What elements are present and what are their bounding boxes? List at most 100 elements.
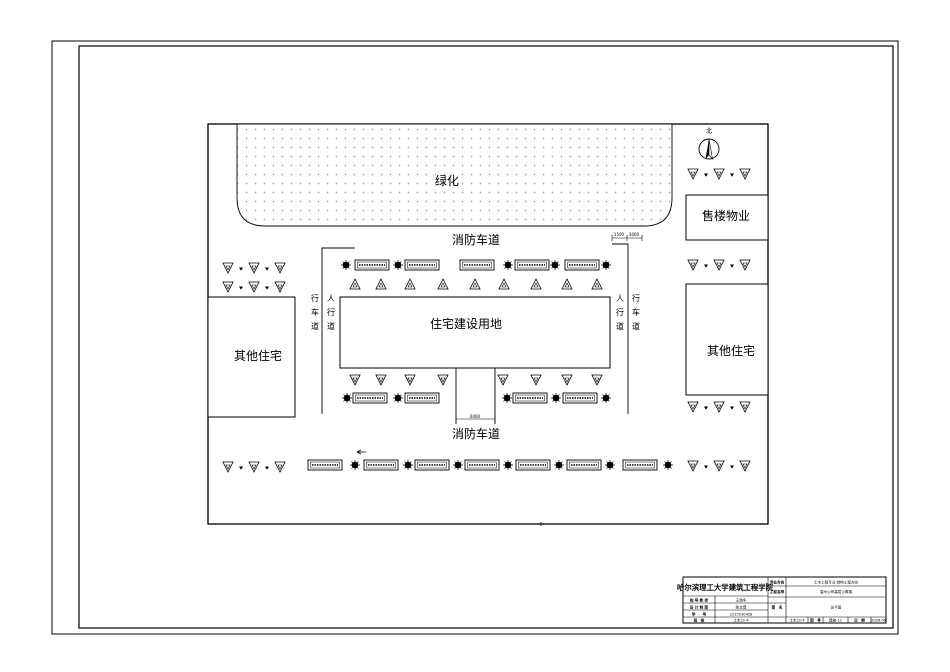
- tree-cluster-left-shrub: [239, 267, 243, 271]
- right-other-housing: [685, 283, 769, 396]
- tree-cluster-right: [687, 259, 699, 271]
- tree-cluster-left: [274, 262, 286, 274]
- pine-tree: [349, 278, 361, 290]
- parking-space: [564, 259, 600, 271]
- parking-space: [459, 259, 495, 271]
- tree: [561, 374, 573, 386]
- sales-office-block: [685, 194, 769, 241]
- sales-office-label: 售楼物业: [702, 208, 750, 223]
- pine-tree: [498, 278, 510, 290]
- tree-cluster-bottom: [687, 460, 699, 472]
- shrub: [600, 259, 612, 271]
- parking-space: [363, 459, 399, 471]
- pine-tree: [591, 278, 603, 290]
- direction-arrow: [356, 449, 366, 455]
- shrub: [392, 392, 404, 404]
- pine-tree: [469, 278, 481, 290]
- tb-date-label: 日 期: [854, 618, 865, 623]
- shrub: [349, 459, 361, 471]
- shrub: [662, 459, 674, 471]
- tree: [404, 374, 416, 386]
- tb-sheet-label: 图 号: [810, 618, 821, 623]
- tb-major-value: 土木工程专业 结构工程方向: [814, 580, 859, 585]
- tb-student-id-label: 学 号: [692, 612, 707, 617]
- parking-space: [512, 392, 548, 404]
- left-road-edge: [321, 247, 355, 414]
- tree-cluster-bottom-shrub: [730, 465, 734, 469]
- shrub: [553, 459, 565, 471]
- parking-space: [562, 392, 598, 404]
- tree-cluster-left: [248, 262, 260, 274]
- parking-space: [622, 459, 658, 471]
- site-label: 住宅建设用地: [430, 316, 502, 331]
- tree: [437, 374, 449, 386]
- tree-cluster-right: [713, 259, 725, 271]
- left-walk-lane-label: 人行道: [327, 294, 336, 336]
- tree: [497, 374, 509, 386]
- tree-cluster-bottom-shrub: [239, 466, 243, 470]
- fire-lane-label-bottom: 消防车道: [452, 426, 500, 441]
- entrance-drive: [455, 368, 496, 424]
- right-drive-lane-label: 行车道: [632, 293, 641, 336]
- tree-cluster-right-shrub: [704, 173, 708, 177]
- parking-space: [414, 459, 450, 471]
- title-block: 哈尔滨理工大学建筑工程学院 指 导 教 师 王晓冬 设 计 制 图 陈文博 学 …: [677, 576, 887, 624]
- tree-cluster-bottom: [222, 461, 234, 473]
- tb-project-value: 温州公司高层公寓楼: [820, 589, 853, 594]
- left-other-housing: [207, 296, 296, 418]
- tree-cluster-right: [739, 168, 751, 180]
- parking-space: [404, 259, 440, 271]
- shrub: [340, 259, 352, 271]
- parking-space: [307, 459, 343, 471]
- parking-space: [464, 459, 500, 471]
- shrub: [452, 459, 464, 471]
- right-walk-lane-label: 人行道: [616, 294, 625, 336]
- left-drive-lane-label: 行车道: [311, 293, 320, 336]
- fire-lane-label-top: 消防车道: [452, 232, 500, 247]
- shrub: [549, 259, 561, 271]
- right-road-edge: [612, 243, 629, 414]
- shrub: [341, 392, 353, 404]
- tree-cluster-right-shrub: [730, 173, 734, 177]
- tb-date-value: 2026.06: [871, 619, 887, 623]
- tb-advisor-label: 指 导 教 师: [690, 598, 709, 603]
- greenery-area: [236, 123, 673, 227]
- tree-cluster-left: [222, 262, 234, 274]
- shrub: [502, 459, 514, 471]
- residential-site-block: [339, 296, 611, 369]
- tb-student-id-value: 2215030428: [730, 613, 754, 617]
- parking-space: [515, 459, 551, 471]
- shrub: [392, 259, 404, 271]
- parking-space: [352, 392, 388, 404]
- tree-cluster-right-shrub: [730, 264, 734, 268]
- pine-tree: [404, 278, 416, 290]
- tree-cluster-right-shrub: [704, 264, 708, 268]
- parking-space: [566, 459, 602, 471]
- tree-cluster-right: [713, 168, 725, 180]
- tb-sheet-value: 建施-11: [829, 618, 842, 623]
- tree-cluster-bottom: [274, 461, 286, 473]
- tree-cluster-right: [687, 168, 699, 180]
- tree: [375, 374, 387, 386]
- tree-cluster-left-shrub: [265, 286, 269, 290]
- parking-space: [404, 392, 440, 404]
- tree-cluster-right: [687, 401, 699, 413]
- tb-designer-label: 设 计 制 图: [690, 605, 709, 610]
- tree-cluster-bottom-shrub: [704, 465, 708, 469]
- dimension-top-right: 1500 3000: [611, 232, 643, 241]
- pine-tree: [437, 278, 449, 290]
- tree-cluster-right: [739, 401, 751, 413]
- shrub: [501, 392, 513, 404]
- tb-drawing-label: 图 名: [772, 605, 783, 610]
- tree-cluster-left: [274, 281, 286, 293]
- parking-space: [514, 259, 550, 271]
- dim-entrance: 6000: [470, 414, 481, 419]
- tb-school: 哈尔滨理工大学建筑工程学院: [677, 583, 774, 592]
- left-other-housing-label: 其他住宅: [234, 348, 282, 363]
- inner-border: [78, 45, 894, 629]
- tree-cluster-right-shrub: [730, 406, 734, 410]
- right-other-housing-label: 其他住宅: [707, 343, 755, 358]
- tb-drawing-value: 总平面: [831, 605, 842, 610]
- tree: [349, 374, 361, 386]
